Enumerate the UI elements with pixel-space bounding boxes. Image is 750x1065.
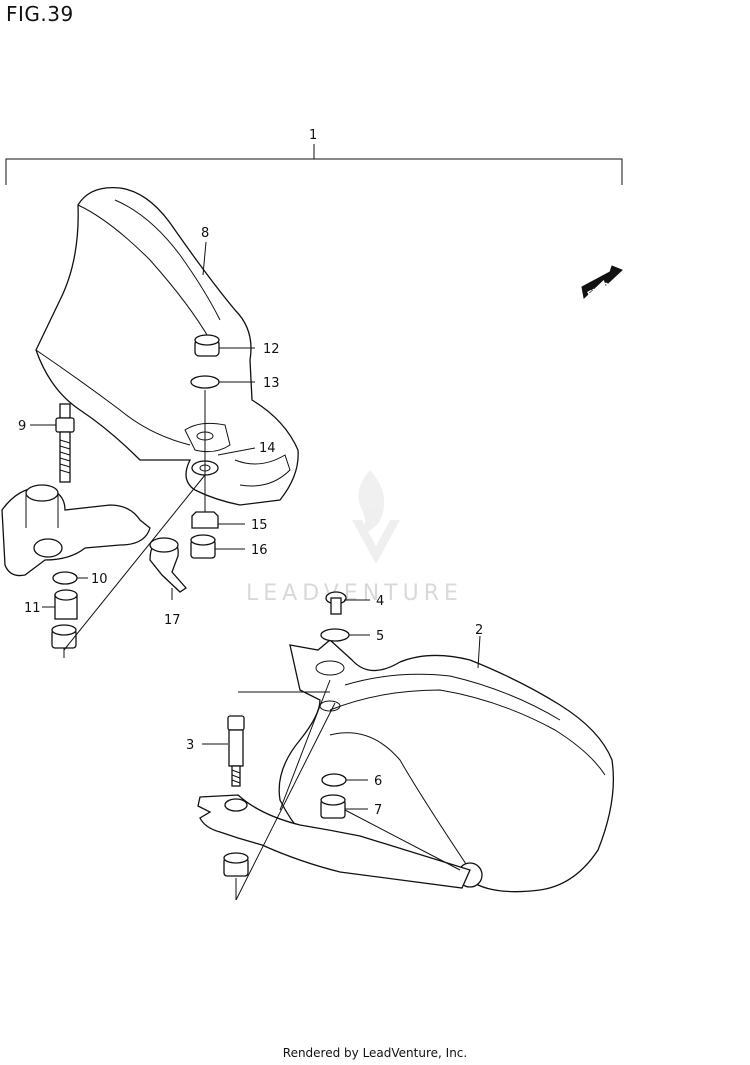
callout-13: 13 [263,376,280,391]
callout-labels: 1 2 3 4 5 6 7 8 9 10 11 12 13 14 15 16 1… [18,128,483,818]
nut-7 [320,794,346,819]
callout-17: 17 [164,613,181,628]
lever-bracket [197,794,471,889]
leader-lines-upper [30,241,256,651]
fwd-arrow-icon: FWD [581,265,623,301]
callout-12: 12 [263,342,280,357]
footer-credit: Rendered by LeadVenture, Inc. [282,1046,468,1060]
leader-lines-lower [202,599,481,901]
washer-6 [321,773,347,787]
callout-16: 16 [251,543,268,558]
washer-10 [52,571,78,585]
assembly-bracket [5,144,623,185]
callout-9: 9 [18,419,26,434]
callout-14: 14 [259,441,276,456]
callout-2: 2 [475,623,483,638]
watermark-logo [352,470,400,564]
callout-15: 15 [251,518,268,533]
nut-16 [190,534,216,559]
callout-6: 6 [374,774,382,789]
washer-13 [190,375,220,389]
figure-title: FIG.39 [6,2,74,26]
callout-3: 3 [186,738,194,753]
callout-1: 1 [309,128,317,143]
screw-4 [325,591,347,615]
callout-11: 11 [24,601,41,616]
callout-4: 4 [376,594,384,609]
hand-guard-upper [35,186,299,506]
nut-lower-left [51,624,77,649]
exploded-parts-diagram: LEADVENTURE FWD [1,128,623,901]
cap-nut-12 [194,334,220,357]
bolt-3 [227,715,245,787]
watermark-text: LEADVENTURE [246,581,463,606]
nut-lower-bracket [223,852,249,877]
grommet-15 [191,511,219,529]
bolt-9 [55,403,75,483]
callout-5: 5 [376,629,384,644]
rubber-cap-17 [149,537,187,593]
spacer-11 [54,589,78,620]
callout-10: 10 [91,572,108,587]
callout-7: 7 [374,803,382,818]
handlebar-clamp [1,484,151,577]
callout-8: 8 [201,226,209,241]
washer-5 [320,628,350,642]
